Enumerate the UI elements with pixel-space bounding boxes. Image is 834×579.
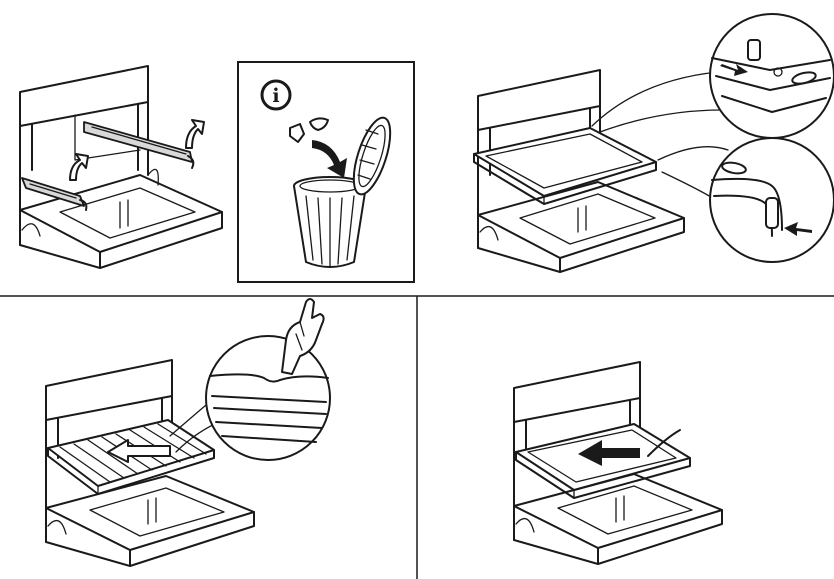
step-2-discard-packaging: i <box>237 61 415 283</box>
push-arrow-icon <box>784 222 812 236</box>
rail-lift-arrow-icon <box>69 119 205 181</box>
slide-arrow-icon <box>578 440 640 466</box>
step-3-install-tray <box>473 13 834 273</box>
trash-can-icon <box>293 116 392 268</box>
info-icon: i <box>260 79 292 111</box>
magnifier-callout-icon <box>657 137 834 263</box>
packaging-pieces <box>289 117 329 143</box>
info-symbol: i <box>272 85 279 107</box>
slide-arrow-icon <box>107 439 171 463</box>
step-1-remove-rails <box>19 65 223 269</box>
arrow-down-icon <box>312 140 347 178</box>
step-4-slide-wire-shelf <box>45 298 331 567</box>
magnifier-callout-icon <box>591 13 834 139</box>
oven-icon <box>477 69 685 273</box>
hand-icon <box>281 298 325 375</box>
step-5-slide-tray <box>513 361 723 565</box>
magnifier-callout-icon <box>205 335 331 461</box>
side-rail-left <box>21 177 88 211</box>
oven-icon <box>19 65 223 269</box>
tray-icon <box>473 127 657 205</box>
side-rail-right <box>83 121 195 169</box>
push-arrow-icon <box>720 64 748 76</box>
